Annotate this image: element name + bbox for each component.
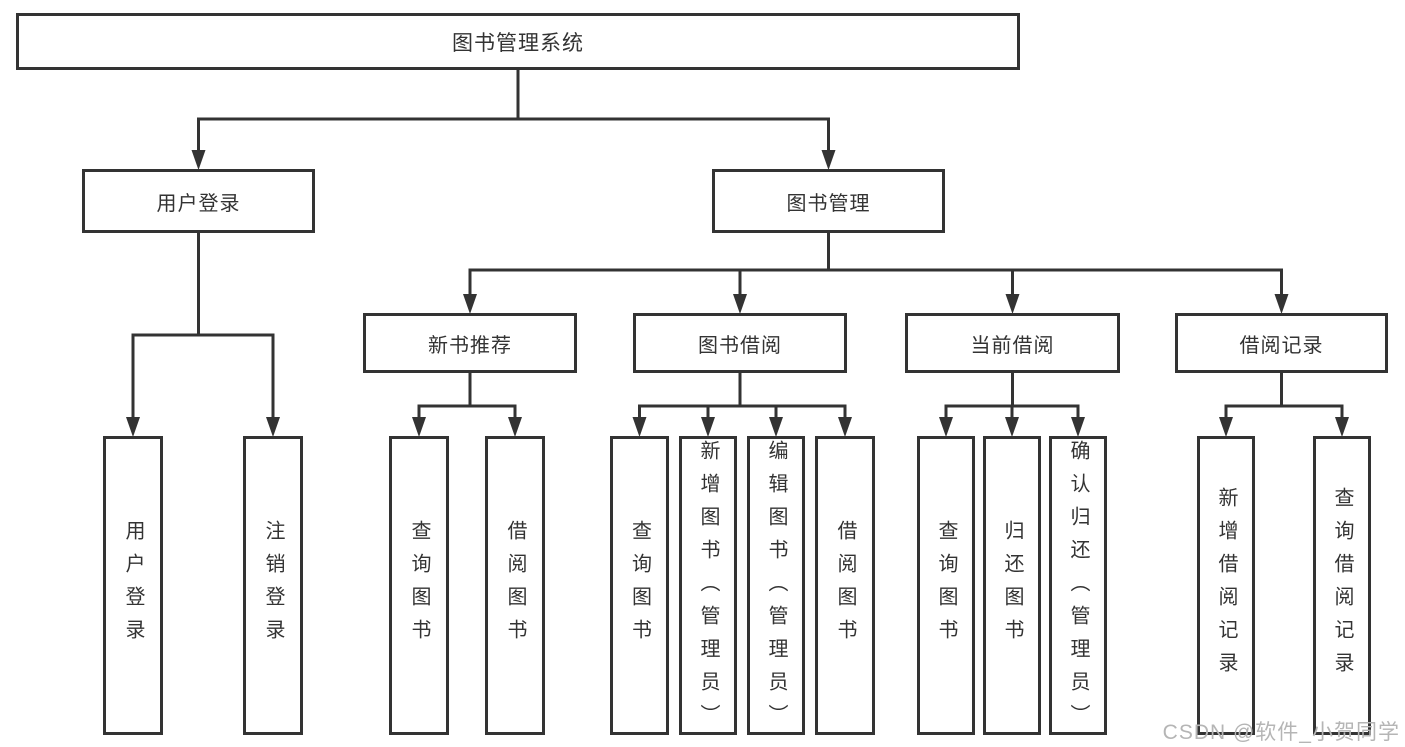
node-label: 归还图书 xyxy=(1001,519,1023,652)
node-query-books-current: 查询图书 xyxy=(917,436,975,735)
node-label: 当前借阅 xyxy=(970,334,1055,357)
node-label: 图书借阅 xyxy=(698,334,782,357)
node-user-login-action: 用户登录 xyxy=(103,436,163,735)
node-borrow-books: 借阅图书 xyxy=(815,436,875,735)
node-logout-action: 注销登录 xyxy=(243,436,303,735)
node-label: 注销登录 xyxy=(262,519,284,652)
node-query-borrow-record: 查询借阅记录 xyxy=(1313,436,1371,735)
watermark: CSDN @软件_小贺同学 xyxy=(1162,721,1400,744)
node-query-books-borrow: 查询图书 xyxy=(610,436,669,735)
node-label: 编辑图书（管理员） xyxy=(765,439,787,737)
node-label: 借阅图书 xyxy=(504,519,526,652)
node-label: 查询图书 xyxy=(628,519,651,652)
node-edit-books-admin: 编辑图书（管理员） xyxy=(747,436,805,737)
node-label: 查询图书 xyxy=(408,519,430,652)
node-library-management-system: 图书管理系统 xyxy=(16,13,1020,70)
node-label: 查询借阅记录 xyxy=(1331,486,1353,685)
node-label: 新书推荐 xyxy=(428,334,512,357)
node-borrowing-records: 借阅记录 xyxy=(1175,313,1388,373)
node-new-book-recommendation: 新书推荐 xyxy=(363,313,577,373)
node-borrow-books-recommend: 借阅图书 xyxy=(485,436,545,735)
node-label: 确认归还（管理员） xyxy=(1067,439,1089,737)
node-label: 用户登录 xyxy=(156,192,241,215)
node-label: 新增借阅记录 xyxy=(1215,486,1237,685)
node-user-login: 用户登录 xyxy=(82,169,315,233)
node-label: 借阅记录 xyxy=(1239,334,1324,357)
node-query-books-recommend: 查询图书 xyxy=(389,436,449,735)
node-return-books: 归还图书 xyxy=(983,436,1041,735)
node-confirm-return-admin: 确认归还（管理员） xyxy=(1049,436,1107,737)
node-label: 新增图书（管理员） xyxy=(697,439,719,737)
node-label: 用户登录 xyxy=(122,519,144,652)
node-add-books-admin: 新增图书（管理员） xyxy=(679,436,737,737)
node-label: 查询图书 xyxy=(935,519,957,652)
node-label: 图书管理系统 xyxy=(452,31,584,55)
node-label: 借阅图书 xyxy=(834,519,856,652)
node-label: 图书管理 xyxy=(786,192,871,215)
node-book-management: 图书管理 xyxy=(712,169,945,233)
node-current-borrowing: 当前借阅 xyxy=(905,313,1120,373)
node-add-borrow-record: 新增借阅记录 xyxy=(1197,436,1255,735)
node-book-borrowing: 图书借阅 xyxy=(633,313,847,373)
